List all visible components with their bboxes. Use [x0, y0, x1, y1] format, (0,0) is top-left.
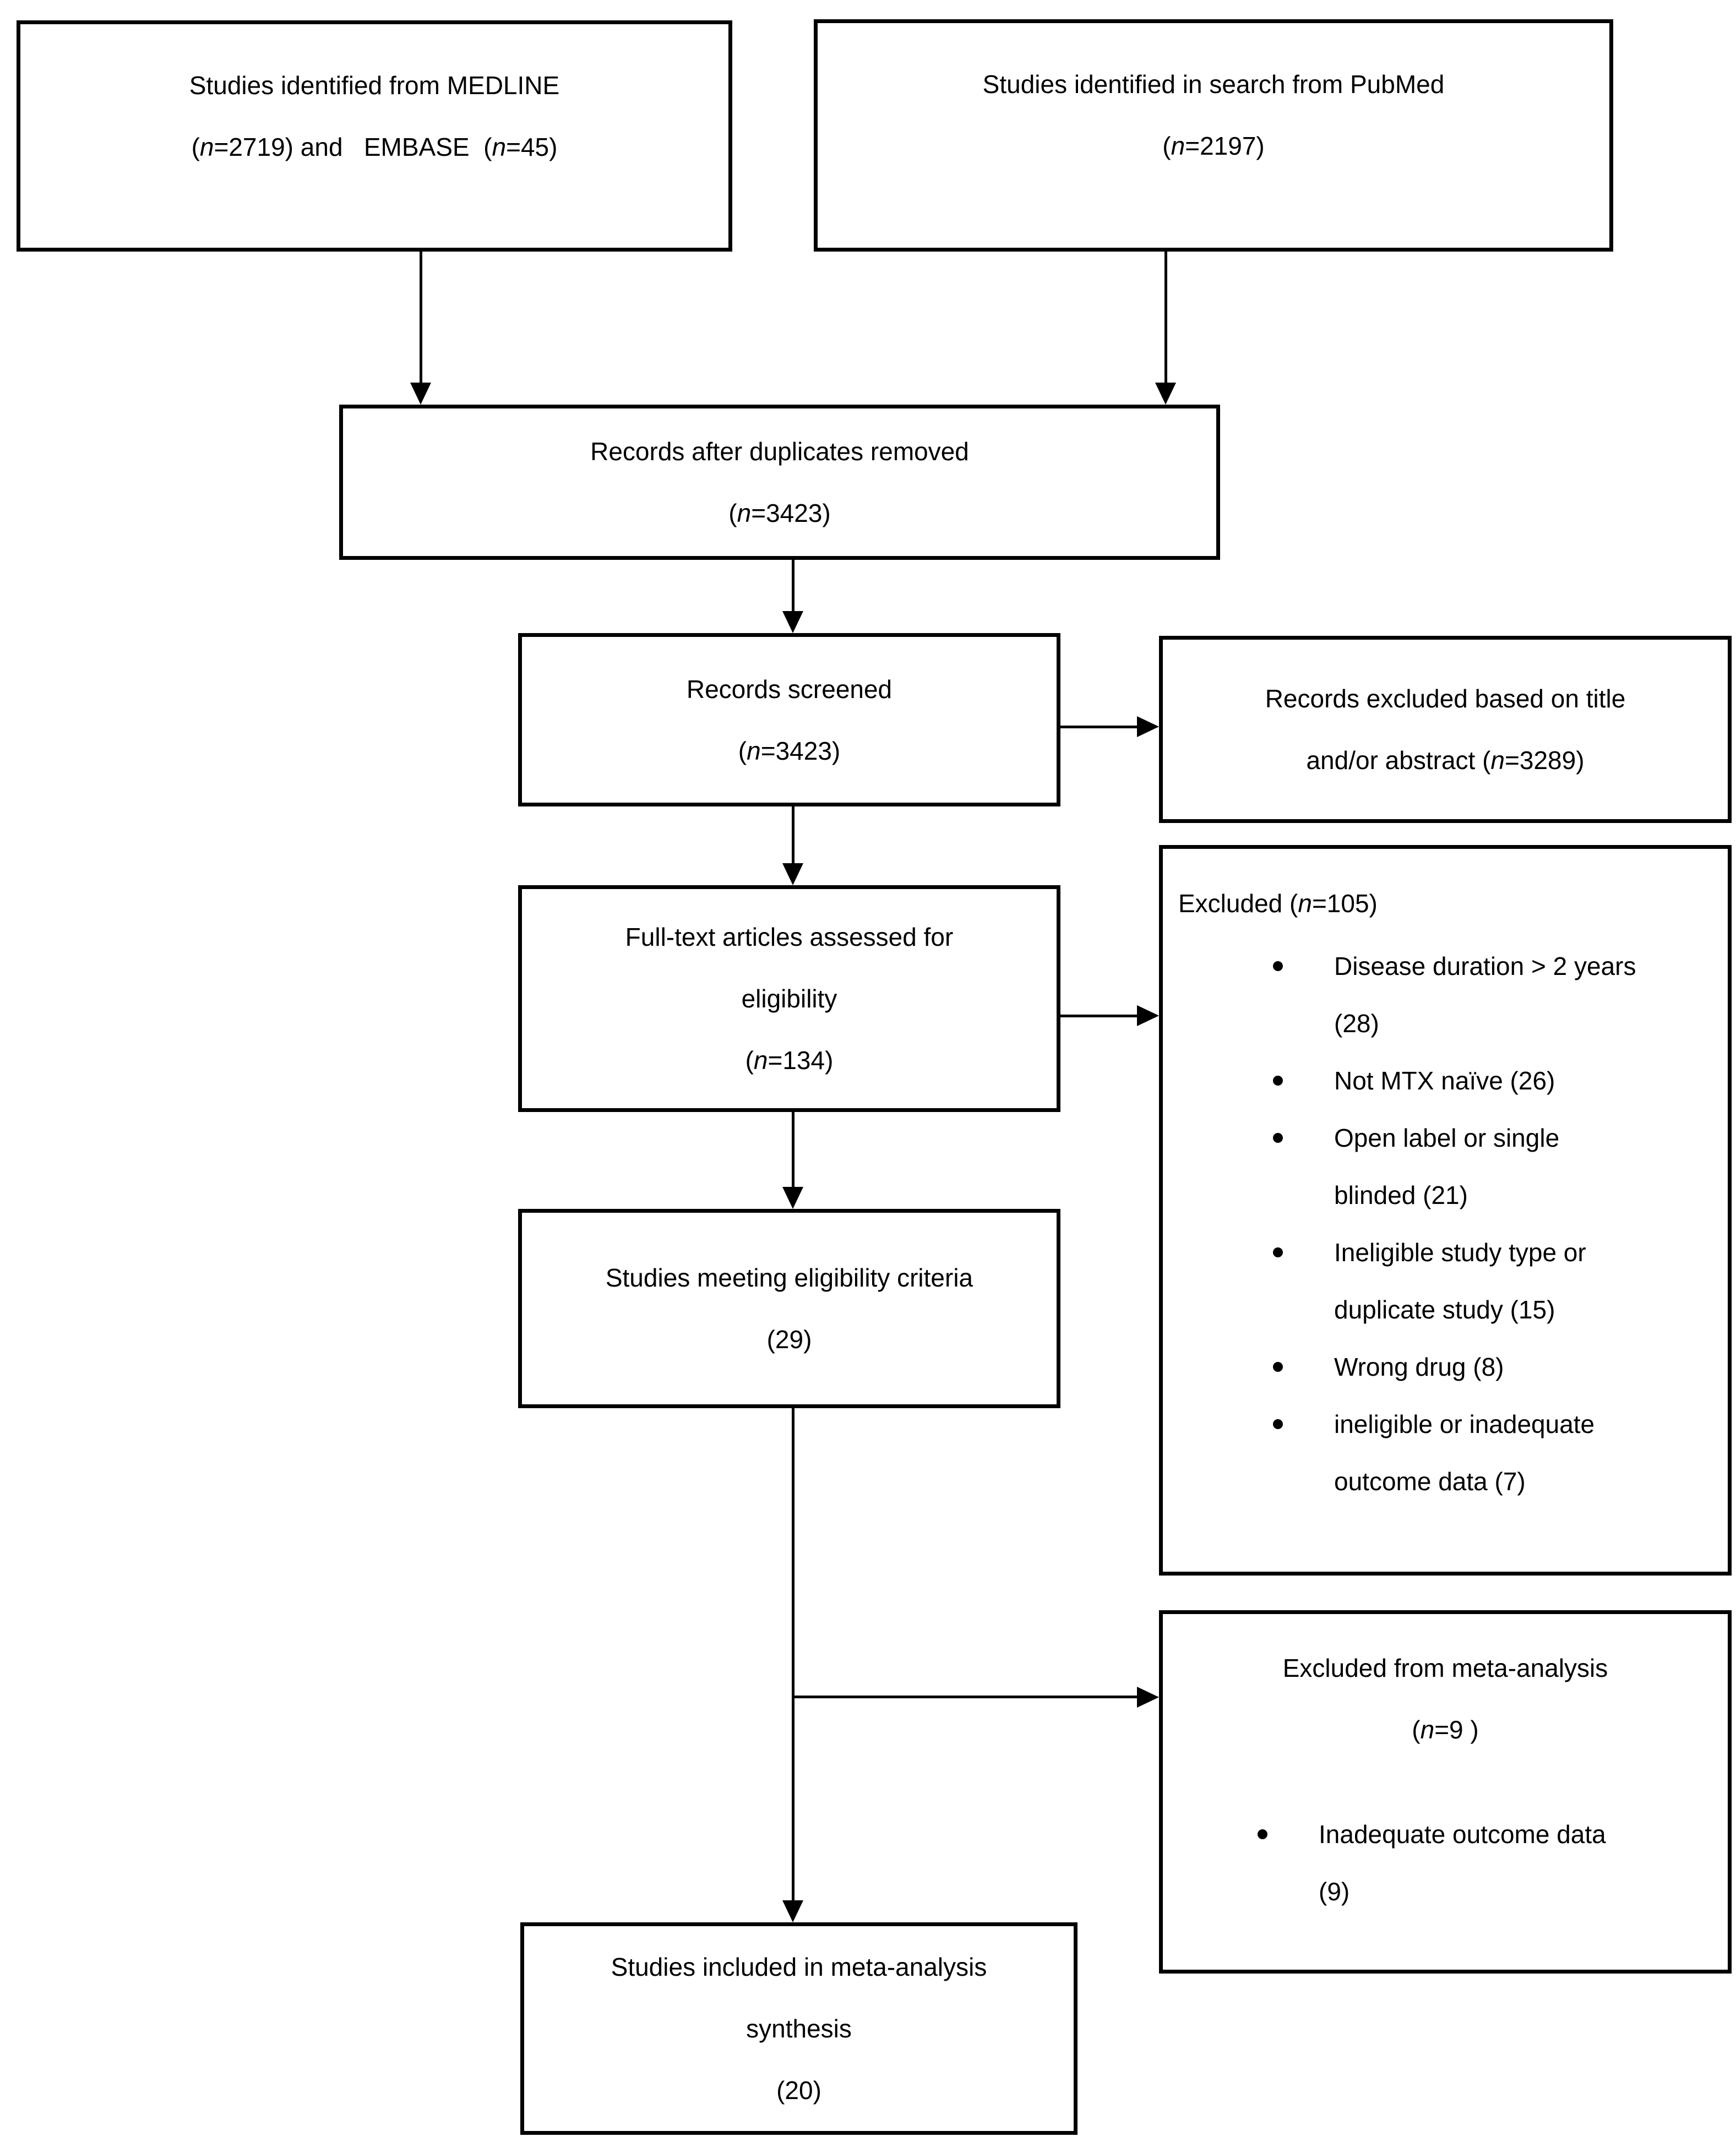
- arrow-down-icon: [782, 611, 803, 633]
- arrow-pubmed-to-duplicates-line: [1164, 252, 1167, 383]
- bullet-icon: [1258, 1829, 1267, 1839]
- arrow-right-icon: [1137, 716, 1159, 737]
- bullet-icon: [1273, 1076, 1283, 1086]
- arrow-branch-to-excluded-meta-line: [792, 1696, 1137, 1698]
- box-excluded-fulltext: Excluded (n=105) Disease duration > 2 ye…: [1159, 845, 1732, 1576]
- list-item: Inadequate outcome data (9): [1163, 1806, 1728, 1920]
- bullet-icon: [1273, 1419, 1283, 1429]
- box-medline-embase: Studies identified from MEDLINE (n=2719)…: [17, 20, 732, 252]
- box-text-line: Studies meeting eligibility criteria: [605, 1263, 973, 1292]
- bullet-text-line: outcome data (7): [1334, 1467, 1526, 1496]
- box-title: Excluded from meta-analysis (n=9 ): [1163, 1637, 1728, 1760]
- list-item: Open label or single blinded (21): [1178, 1109, 1712, 1224]
- box-pubmed: Studies identified in search from PubMed…: [814, 19, 1613, 252]
- box-text-line: Studies identified from MEDLINE: [189, 71, 560, 100]
- box-text-line: Records after duplicates removed: [590, 437, 969, 466]
- box-text-line: (n=3423): [728, 499, 831, 527]
- list-item: ineligible or inadequate outcome data (7…: [1178, 1396, 1712, 1510]
- arrow-down-icon: [410, 383, 431, 405]
- bullet-text-line: (9): [1319, 1877, 1350, 1906]
- arrow-screened-to-excluded-line: [1060, 726, 1137, 728]
- box-included-meta-analysis: Studies included in meta-analysis synthe…: [520, 1922, 1077, 2135]
- box-text-line: (n=2197): [1162, 132, 1265, 160]
- arrow-down-icon: [782, 1900, 803, 1922]
- list-item: Not MTX naïve (26): [1178, 1052, 1712, 1109]
- arrow-eligibility-to-included-line: [792, 1408, 794, 1900]
- bullet-text-line: ineligible or inadequate: [1334, 1410, 1595, 1438]
- arrow-medline-to-duplicates-line: [420, 252, 422, 383]
- list-item: Ineligible study type or duplicate study…: [1178, 1224, 1712, 1338]
- bullet-text-line: Ineligible study type or: [1334, 1238, 1586, 1267]
- bullet-text-line: Open label or single: [1334, 1124, 1560, 1152]
- arrow-right-icon: [1137, 1687, 1159, 1708]
- arrow-fulltext-to-eligibility-line: [792, 1112, 794, 1187]
- box-excluded-title-abstract: Records excluded based on title and/or a…: [1159, 636, 1732, 823]
- arrow-right-icon: [1137, 1005, 1159, 1026]
- bullet-text-line: (28): [1334, 1009, 1379, 1038]
- bullet-text-line: Disease duration > 2 years: [1334, 952, 1636, 980]
- box-text-line: eligibility: [741, 984, 837, 1013]
- bullet-text-line: Not MTX naïve (26): [1334, 1066, 1555, 1095]
- bullet-text-line: duplicate study (15): [1334, 1295, 1555, 1324]
- bullet-text-line: blinded (21): [1334, 1181, 1468, 1209]
- box-text-line: (n=3423): [738, 736, 841, 765]
- box-eligibility-criteria: Studies meeting eligibility criteria (29…: [518, 1209, 1060, 1408]
- box-text-line: and/or abstract (n=3289): [1306, 746, 1585, 775]
- box-text-line: Records excluded based on title: [1265, 684, 1626, 713]
- arrow-duplicates-to-screened-line: [792, 560, 794, 611]
- box-text-line: (n=134): [745, 1046, 834, 1075]
- list-item: Disease duration > 2 years (28): [1178, 937, 1712, 1052]
- box-header: Excluded (n=105): [1178, 889, 1378, 918]
- box-text-line: Excluded from meta-analysis: [1282, 1654, 1608, 1682]
- box-text-line: (20): [776, 2076, 821, 2105]
- bullet-text-line: Inadequate outcome data: [1319, 1820, 1606, 1849]
- arrow-down-icon: [1155, 383, 1176, 405]
- box-fulltext-assessed: Full-text articles assessed for eligibil…: [518, 885, 1060, 1112]
- list-item: Wrong drug (8): [1178, 1338, 1712, 1396]
- bullet-icon: [1273, 961, 1283, 971]
- box-text-line: (n=9 ): [1412, 1715, 1479, 1744]
- bullet-icon: [1273, 1247, 1283, 1257]
- bullet-icon: [1273, 1133, 1283, 1143]
- arrow-fulltext-to-excluded-line: [1060, 1015, 1137, 1017]
- box-text-line: Studies identified in search from PubMed: [982, 70, 1445, 99]
- bullet-text-line: Wrong drug (8): [1334, 1353, 1504, 1381]
- box-text-line: Records screened: [686, 674, 893, 704]
- box-text-line: synthesis: [746, 2014, 852, 2043]
- arrow-down-icon: [782, 1187, 803, 1209]
- box-duplicates-removed: Records after duplicates removed (n=3423…: [339, 405, 1220, 560]
- box-text-line: Studies included in meta-analysis: [611, 1953, 987, 1981]
- box-records-screened: Records screened (n=3423): [518, 633, 1060, 806]
- arrow-screened-to-fulltext-line: [792, 806, 794, 863]
- bullet-icon: [1273, 1362, 1283, 1372]
- box-text-line: (n=2719) and EMBASE (n=45): [191, 133, 558, 161]
- box-excluded-meta-analysis: Excluded from meta-analysis (n=9 ) Inade…: [1159, 1610, 1732, 1974]
- arrow-down-icon: [782, 863, 803, 885]
- box-text-line: (29): [766, 1325, 812, 1354]
- box-text-line: Full-text articles assessed for: [625, 923, 954, 951]
